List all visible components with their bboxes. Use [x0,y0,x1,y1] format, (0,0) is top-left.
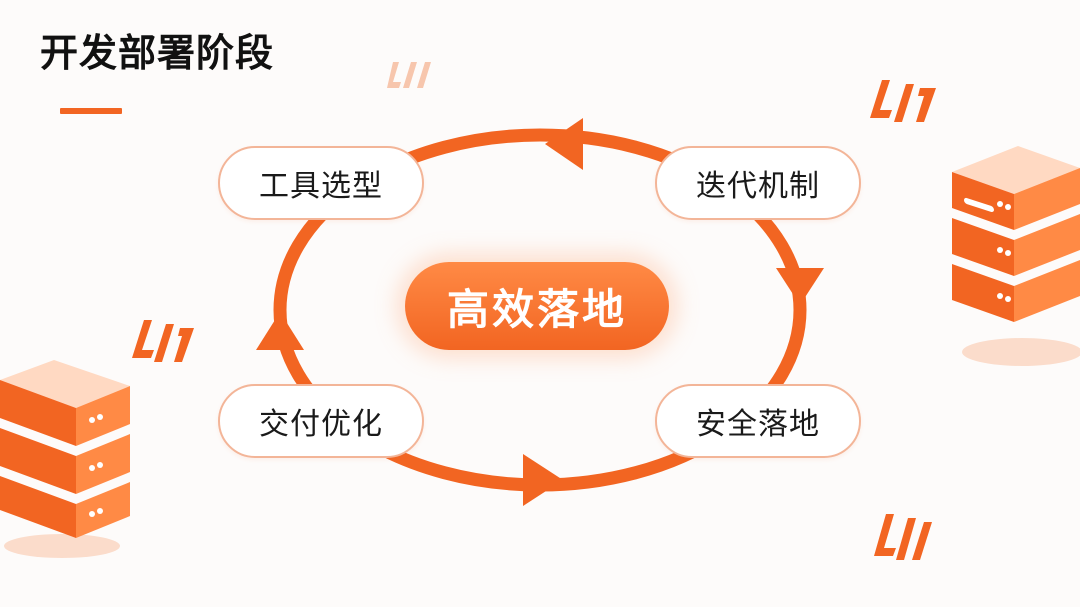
slash-marks-icon [872,512,938,562]
center-goal: 高效落地 [405,262,669,350]
cycle-arrow-right [776,268,824,305]
slash-marks-icon [385,58,435,92]
server-stack-icon [936,138,1080,378]
node-security-landing: 安全落地 [655,384,861,458]
cycle-arrow-left [256,312,304,350]
slash-marks-icon [868,78,940,124]
cycle-arrow-bottom [523,454,563,506]
slash-marks-icon [132,318,198,364]
server-stack-icon [0,360,136,560]
cycle-arrow-top [545,118,583,170]
node-iteration-mechanism: 迭代机制 [655,146,861,220]
node-tool-selection: 工具选型 [218,146,424,220]
node-delivery-optimization: 交付优化 [218,384,424,458]
